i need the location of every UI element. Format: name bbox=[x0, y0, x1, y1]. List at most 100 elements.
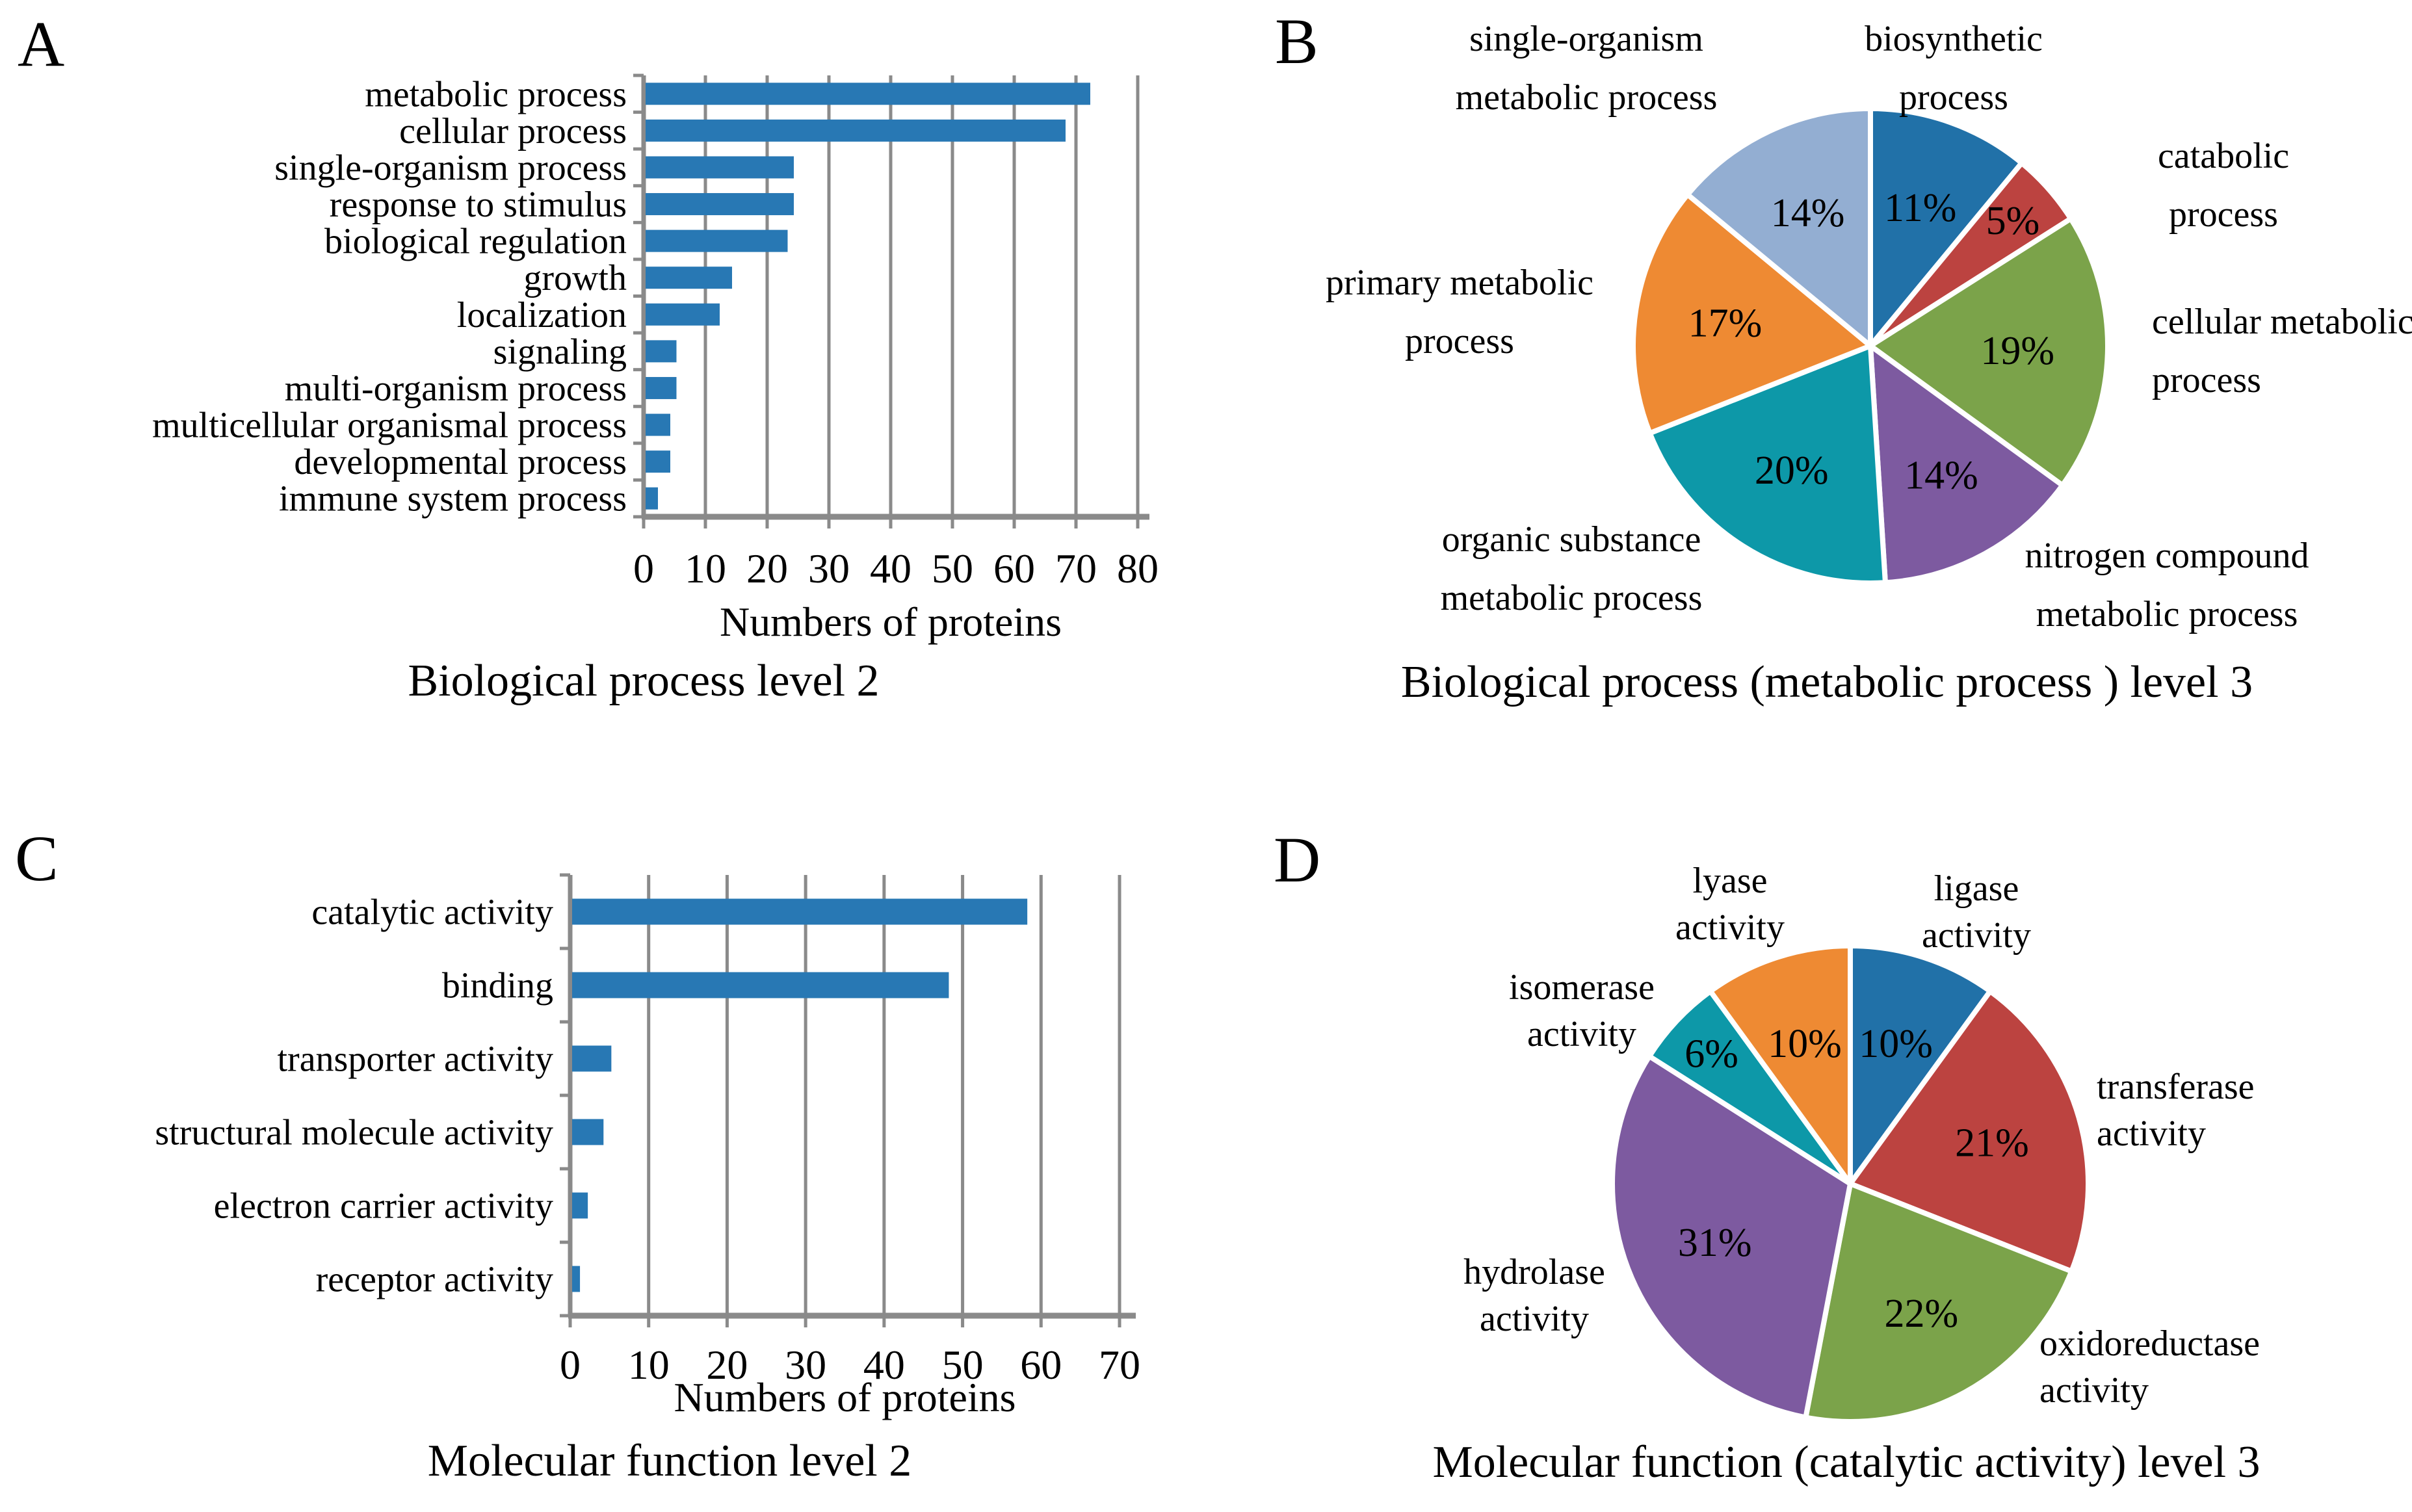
panel-b-caption: Biological process (metabolic process ) … bbox=[1400, 657, 2253, 707]
x-axis-title: Numbers of proteins bbox=[674, 1374, 1016, 1420]
category-label-metabolic-process: metabolic process bbox=[365, 74, 627, 114]
pct-label-primary-metabolic-process: 17% bbox=[1688, 302, 1763, 346]
bar-multicellular-organismal-process bbox=[646, 413, 670, 436]
pie-label-line: single-organism bbox=[1469, 19, 1703, 59]
pct-label-ligase-activity: 10% bbox=[1859, 1022, 1933, 1066]
x-tick-label-10: 10 bbox=[685, 545, 726, 592]
category-label-signaling: signaling bbox=[493, 332, 627, 372]
pie-label-line: process bbox=[1899, 77, 2008, 118]
category-label-binding: binding bbox=[442, 966, 553, 1006]
x-tick-label-10: 10 bbox=[628, 1342, 670, 1388]
bar-localization bbox=[646, 303, 720, 326]
category-label-structural-molecule-activity: structural molecule activity bbox=[155, 1113, 553, 1153]
panel-d-letter: D bbox=[1274, 824, 1321, 896]
category-label-electron-carrier-activity: electron carrier activity bbox=[214, 1186, 553, 1227]
pie-label-line: biosynthetic bbox=[1865, 19, 2043, 59]
category-label-single-organism-process: single-organism process bbox=[274, 148, 627, 188]
pct-label-cellular-metabolic-process: 19% bbox=[1980, 329, 2054, 373]
pie-slice-oxidoreductase-activity bbox=[1803, 1181, 2075, 1424]
pct-label-organic-substance-metabolic-process: 20% bbox=[1755, 449, 1829, 493]
pie-slice-biosynthetic-process bbox=[1868, 106, 2025, 348]
bar-binding bbox=[572, 972, 949, 998]
category-label-transporter-activity: transporter activity bbox=[277, 1039, 553, 1080]
pie-label-line: ligase bbox=[1934, 868, 2019, 909]
category-label-multicellular-organismal-process: multicellular organismal process bbox=[152, 406, 627, 446]
x-tick-label-40: 40 bbox=[863, 1342, 905, 1388]
category-label-growth: growth bbox=[523, 258, 627, 298]
x-tick-label-0: 0 bbox=[633, 545, 654, 592]
category-label-receptor-activity: receptor activity bbox=[316, 1260, 553, 1300]
pie-label-line: isomerase bbox=[1509, 967, 1655, 1008]
pie-slice-organic-substance-metabolic-process bbox=[1647, 343, 1888, 586]
pct-label-nitrogen-compound-metabolic-process: 14% bbox=[1904, 453, 1978, 497]
x-tick-label-20: 20 bbox=[706, 1342, 748, 1388]
x-tick-label-50: 50 bbox=[932, 545, 973, 592]
pie-label-line: cellular metabolic bbox=[2152, 302, 2412, 342]
pie-label-line: oxidoreductase bbox=[2039, 1323, 2260, 1364]
x-tick-label-30: 30 bbox=[785, 1342, 826, 1388]
pie-label-line: activity bbox=[1922, 915, 2031, 956]
category-label-localization: localization bbox=[457, 295, 627, 335]
x-tick-label-60: 60 bbox=[993, 545, 1035, 592]
pct-label-biosynthetic-process: 11% bbox=[1884, 186, 1956, 230]
bar-cellular-process bbox=[646, 119, 1066, 142]
category-label-response-to-stimulus: response to stimulus bbox=[330, 185, 627, 225]
bar-immune-system-process bbox=[646, 487, 658, 510]
pie-slice-lyase-activity bbox=[1707, 943, 1853, 1186]
pie-label-line: lyase bbox=[1692, 861, 1768, 901]
bar-electron-carrier-activity bbox=[572, 1192, 588, 1219]
x-tick-label-0: 0 bbox=[560, 1342, 581, 1388]
pie-label-biosynthetic-process: biosynthetic process bbox=[1865, 10, 2043, 127]
pie-label-line: process bbox=[2169, 194, 2278, 235]
pie-label-line: transferase bbox=[2097, 1067, 2255, 1107]
x-tick-label-50: 50 bbox=[942, 1342, 984, 1388]
pie-label-line: primary metabolic bbox=[1325, 263, 1594, 303]
pie-label-line: activity bbox=[2097, 1114, 2206, 1154]
panel-a-letter: A bbox=[18, 8, 65, 80]
pct-label-hydrolase-activity: 31% bbox=[1678, 1221, 1752, 1265]
x-tick-label-70: 70 bbox=[1099, 1342, 1140, 1388]
pie-label-line: process bbox=[1405, 321, 1514, 361]
pie-label-transferase-activity: transferase activity bbox=[2097, 1063, 2255, 1157]
pie-label-line: nitrogen compound bbox=[2025, 536, 2309, 576]
pie-slice-transferase-activity bbox=[1848, 988, 2091, 1274]
bar-catalytic-activity bbox=[572, 898, 1028, 925]
bar-transporter-activity bbox=[572, 1045, 612, 1072]
pie-label-primary-metabolic-process: primary metabolic process bbox=[1326, 254, 1593, 371]
category-label-multi-organism-process: multi-organism process bbox=[285, 369, 627, 409]
pct-label-single-organism-metabolic-process: 14% bbox=[1771, 191, 1845, 235]
category-label-biological-regulation: biological regulation bbox=[324, 222, 627, 262]
bar-signaling bbox=[646, 340, 677, 363]
panel-a-caption: Biological process level 2 bbox=[408, 656, 880, 706]
pct-label-transferase-activity: 21% bbox=[1955, 1121, 2029, 1166]
bar-multi-organism-process bbox=[646, 376, 677, 399]
pie-chart-metabolic-process: 11%5%19%14%20%17%14% bbox=[1631, 106, 2110, 586]
bar-metabolic-process bbox=[646, 83, 1090, 105]
x-tick-label-40: 40 bbox=[870, 545, 911, 592]
pct-label-oxidoreductase-activity: 22% bbox=[1884, 1292, 1958, 1336]
bar-biological-regulation bbox=[646, 229, 788, 252]
pie-label-ligase-activity: ligase activity bbox=[1922, 865, 2031, 959]
pie-slice-single-organism-metabolic-process bbox=[1684, 106, 1873, 348]
pie-slice-ligase-activity bbox=[1848, 943, 1993, 1186]
panel-b-letter: B bbox=[1275, 5, 1318, 77]
x-axis-title: Numbers of proteins bbox=[720, 599, 1062, 645]
bar-developmental-process bbox=[646, 450, 670, 473]
panel-c-caption: Molecular function level 2 bbox=[427, 1436, 912, 1486]
pie-label-line: activity bbox=[1480, 1299, 1589, 1339]
category-label-immune-system-process: immune system process bbox=[279, 479, 627, 519]
x-tick-label-30: 30 bbox=[808, 545, 850, 592]
